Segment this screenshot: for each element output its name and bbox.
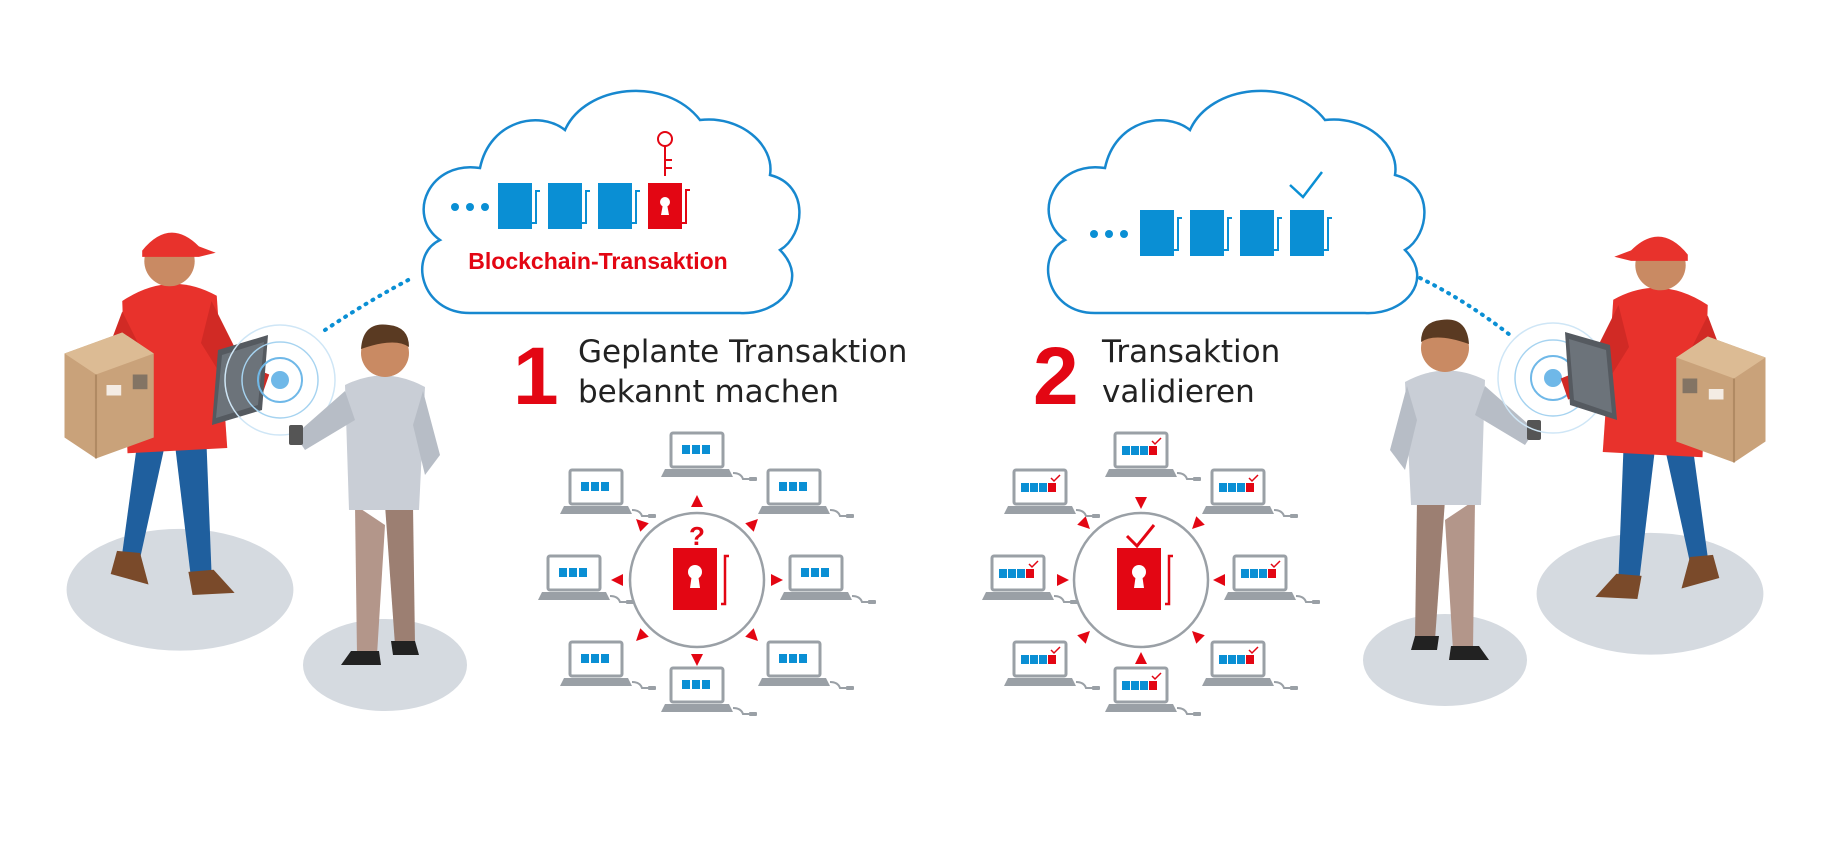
step-2-number: 2 — [1033, 331, 1079, 422]
delivery-man-left-illustration — [63, 231, 295, 652]
laptop-icon — [558, 640, 658, 692]
laptop-icon — [756, 640, 856, 692]
nfc-signal-icon — [224, 324, 336, 436]
laptop-icon — [1103, 431, 1203, 483]
laptop-icon — [778, 554, 878, 606]
ellipsis-icon — [451, 203, 489, 211]
locked-block-icon — [648, 183, 690, 229]
laptop-icon — [756, 468, 856, 520]
dotted-connection — [323, 276, 414, 332]
left-scene: Blockchain-Transaktion 1 Geplante Transa… — [63, 89, 907, 718]
laptop-icon — [558, 468, 658, 520]
step-1-number: 1 — [513, 331, 559, 422]
customer-left-illustration — [289, 324, 467, 711]
step-1-line-1: Geplante Transaktion — [578, 334, 907, 370]
laptop-icon — [1002, 640, 1102, 692]
laptop-icon — [1002, 468, 1102, 520]
dotted-connection — [1418, 276, 1512, 337]
laptop-icon — [1200, 468, 1300, 520]
cloud-right — [1047, 89, 1426, 315]
ellipsis-icon — [1090, 230, 1128, 238]
question-mark: ? — [689, 521, 705, 551]
step-1-line-2: bekannt machen — [578, 374, 839, 410]
right-scene: 2 Transaktion validieren — [980, 89, 1767, 718]
laptop-icon — [1200, 640, 1300, 692]
cloud-left: Blockchain-Transaktion — [421, 89, 801, 315]
key-icon — [657, 131, 673, 176]
laptop-icon — [1222, 554, 1322, 606]
laptop-icon — [659, 666, 759, 718]
laptop-icon — [1103, 666, 1203, 718]
cloud-left-label: Blockchain-Transaktion — [468, 248, 727, 274]
network-validation — [980, 431, 1322, 718]
checkmark-icon — [1125, 524, 1156, 549]
step-2-line-1: Transaktion — [1101, 334, 1280, 370]
laptop-icon — [659, 431, 759, 483]
network-broadcast: ? — [536, 431, 878, 718]
checkmark-icon — [1289, 171, 1323, 199]
delivery-man-right-illustration — [1535, 235, 1767, 656]
step-2-line-2: validieren — [1102, 374, 1255, 410]
